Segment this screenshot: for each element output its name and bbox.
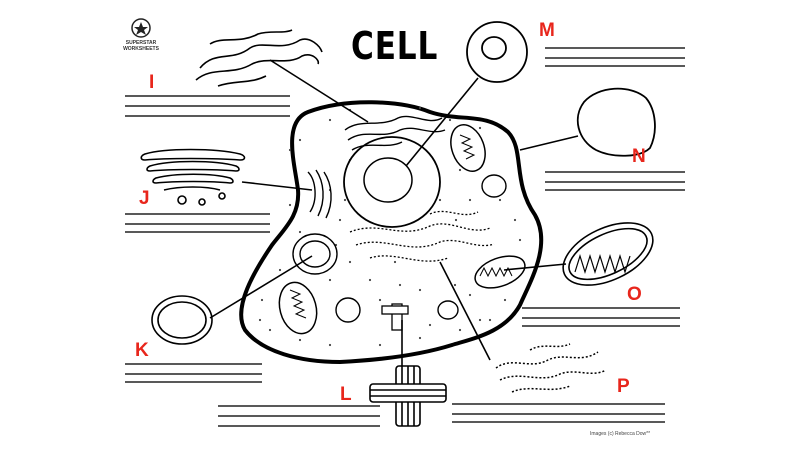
brand-line-1: SUPERSTAR [125, 40, 157, 46]
label-n: N [632, 146, 646, 167]
label-i: I [149, 72, 155, 93]
nucleus [343, 136, 441, 228]
golgi-organelle [140, 148, 246, 206]
rough-er-in-cell [344, 115, 446, 151]
answer-lines [125, 47, 685, 427]
brand-logo-icon [131, 18, 151, 38]
rough-er-organelle [195, 29, 323, 87]
label-m: M [539, 20, 555, 41]
mitochondrion-organelle [562, 222, 654, 286]
label-k: K [135, 340, 149, 361]
label-l: L [340, 384, 352, 405]
label-j: J [139, 188, 150, 209]
brand-block: SUPERSTAR WORKSHEETS [116, 14, 166, 52]
brand-line-2: WORKSHEETS [123, 46, 159, 52]
vacuole-organelle [576, 87, 656, 157]
mitochondrion-in-cell [450, 124, 486, 172]
leader-lines [209, 59, 579, 366]
nucleus-organelle [466, 21, 528, 83]
image-credit: Images (c) Rebecca Dow** [590, 431, 651, 437]
centriole-in-cell [381, 303, 409, 331]
smooth-er-in-cell [349, 210, 495, 262]
lysosome-organelle [151, 295, 213, 345]
vesicles-in-cell [292, 174, 507, 323]
label-p: P [617, 376, 630, 397]
label-o: O [627, 284, 642, 305]
page-title: CELL [351, 24, 439, 68]
golgi-in-cell [307, 169, 332, 219]
centriole-organelle [369, 365, 447, 427]
smooth-er-organelle [495, 343, 607, 393]
mitochondrion-in-cell-2 [474, 255, 526, 289]
mitochondrion-in-cell-3 [278, 281, 318, 335]
